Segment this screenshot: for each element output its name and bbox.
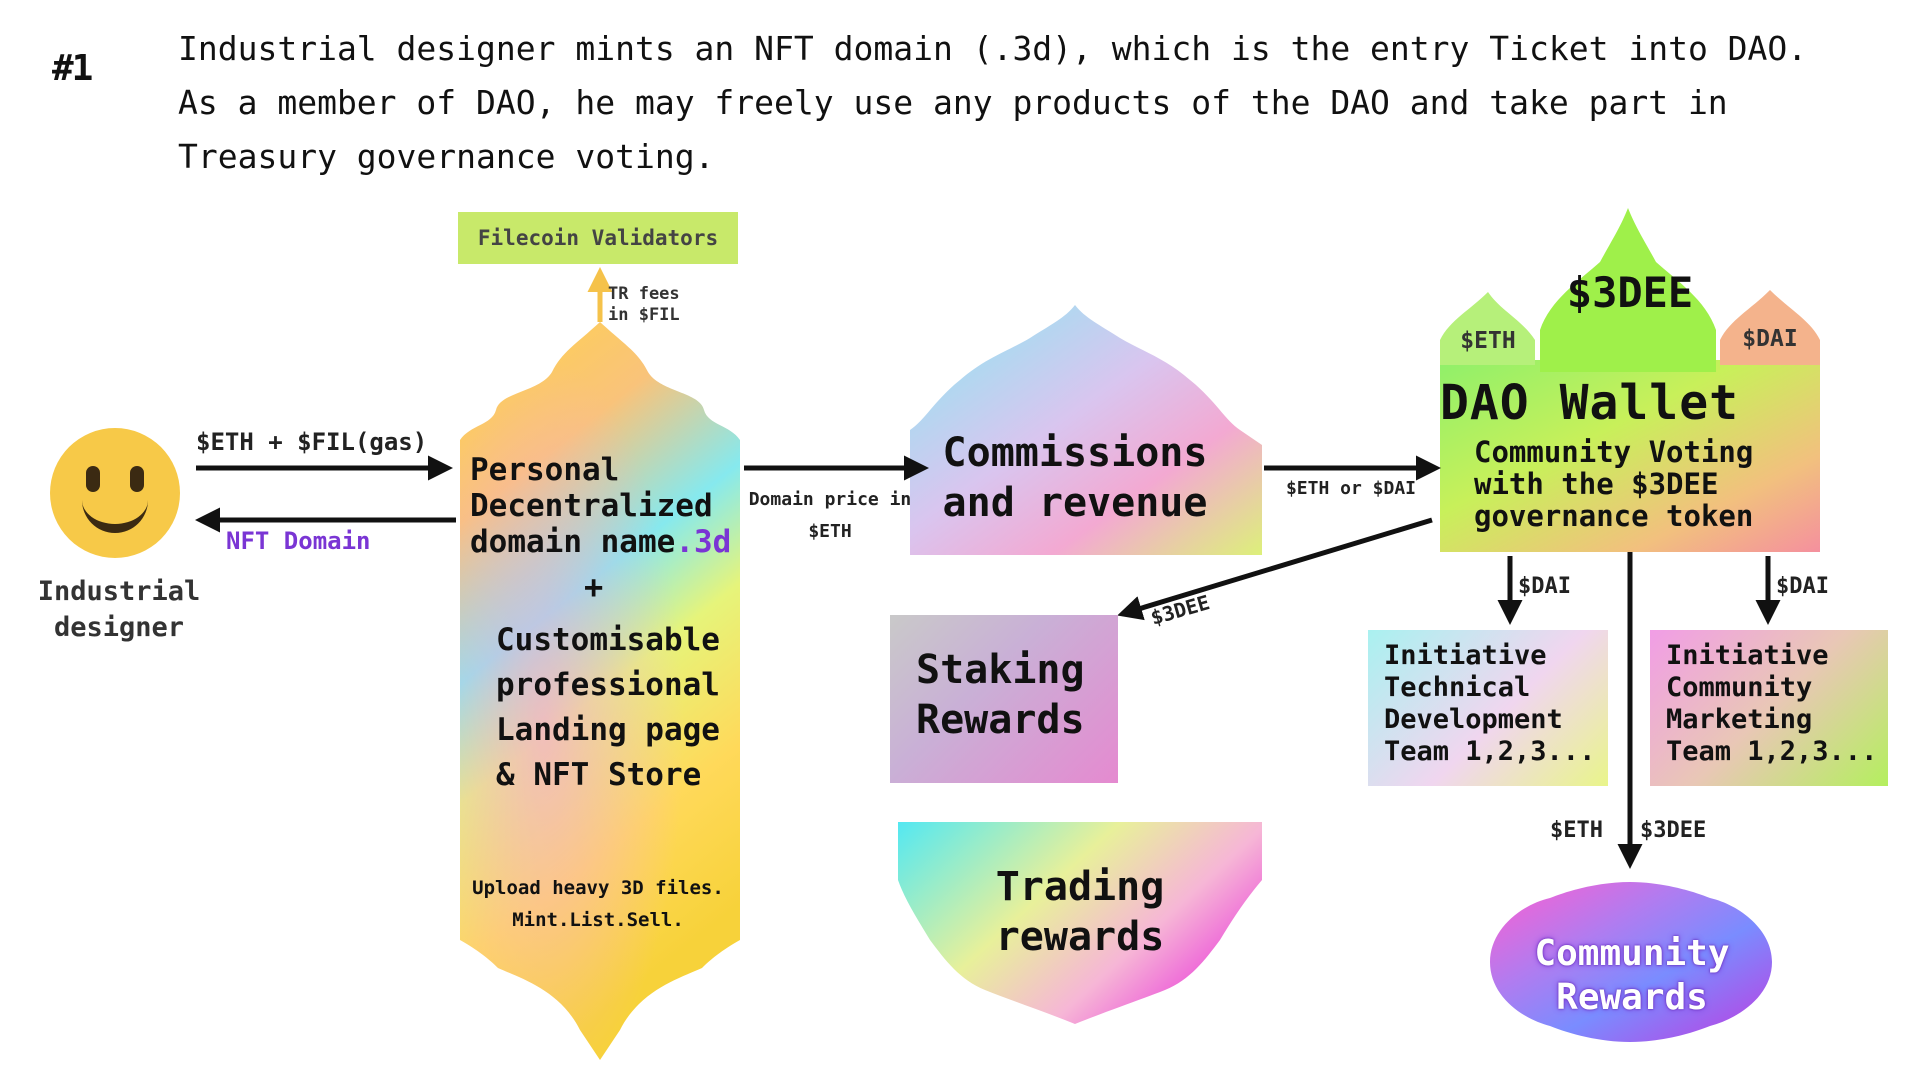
domain-feature-4: & NFT Store (496, 757, 702, 793)
flow-label-nft-domain: NFT Domain (226, 527, 371, 555)
commissions-cloud-shape (910, 305, 1262, 555)
domain-line-3: domain name.3d (470, 524, 731, 560)
domain-extension: .3d (675, 524, 732, 560)
flow-label-tr-fees: TR fees in $FIL (608, 284, 680, 325)
dao-wallet-sub-2: with the $3DEE (1474, 467, 1719, 501)
initiative-2-line-1: Initiative (1666, 640, 1829, 671)
trading-cloud-shape (898, 822, 1262, 1024)
flow-label-3dee: $3DEE (1640, 818, 1707, 843)
flow-label-eth: $ETH (1550, 818, 1603, 843)
flow-label-dai-left: $DAI (1518, 574, 1571, 599)
community-line-2: Rewards (1556, 977, 1708, 1018)
flow-label-eth-or-dai: $ETH or $DAI (1285, 478, 1417, 499)
eye-right (130, 466, 144, 492)
staking-rewards-box (890, 615, 1118, 783)
staking-line-1: Staking (916, 647, 1085, 693)
plus-sign: + (584, 568, 604, 606)
domain-line-2: Decentralized (470, 488, 713, 524)
domain-line-3-prefix: domain name (470, 524, 676, 560)
flow-label-eth-fil-gas: $ETH + $FIL(gas) (196, 428, 428, 456)
flow-label-domain-price: Domain price in $ETH (748, 489, 912, 542)
domain-feature-1: Customisable (496, 622, 720, 658)
domain-feature-3: Landing page (496, 712, 720, 748)
smiley-face-icon (50, 428, 180, 558)
trading-line-2: rewards (995, 914, 1165, 960)
initiative-technical-label: Initiative Technical Development Team 1,… (1384, 640, 1595, 768)
dao-wallet-title: DAO Wallet (1440, 375, 1739, 431)
domain-pillar-shape (460, 322, 740, 1060)
domain-features: Customisable professional Landing page &… (496, 618, 720, 798)
initiative-technical-box (1368, 630, 1608, 786)
domain-bottom-line-2: Mint.List.Sell. (512, 909, 684, 931)
community-rewards-shape (1490, 882, 1772, 1042)
community-rewards-label: Community Rewards (1502, 932, 1762, 1020)
initiative-marketing-label: Initiative Community Marketing Team 1,2,… (1666, 640, 1877, 768)
step-number: #1 (52, 48, 93, 89)
commissions-line-2: and revenue (942, 480, 1208, 526)
commissions-line-1: Commissions (942, 430, 1208, 476)
trading-line-1: Trading (995, 864, 1165, 910)
staking-rewards-label: Staking Rewards (916, 645, 1085, 745)
token-eth-label: $ETH (1460, 328, 1516, 354)
domain-line-1: Personal (470, 452, 620, 488)
flow-label-dai-right: $DAI (1776, 574, 1829, 599)
arrow-wallet-to-staking (1117, 517, 1433, 621)
initiative-1-line-4: Team 1,2,3... (1384, 736, 1596, 767)
initiative-2-line-4: Team 1,2,3... (1666, 736, 1878, 767)
domain-bottom-note: Upload heavy 3D files. Mint.List.Sell. (458, 872, 738, 936)
initiative-marketing-box (1650, 630, 1888, 786)
initiative-1-line-1: Initiative (1384, 640, 1547, 671)
dao-wallet-sub-1: Community Voting (1474, 435, 1754, 469)
trading-rewards-label: Trading rewards (900, 862, 1260, 962)
token-dai-label: $DAI (1742, 326, 1798, 352)
staking-line-2: Rewards (916, 697, 1085, 743)
initiative-1-line-3: Development (1384, 704, 1563, 735)
commissions-label: Commissions and revenue (910, 428, 1240, 528)
smile (82, 486, 148, 533)
dao-wallet-sub-3: governance token (1474, 499, 1754, 533)
domain-box-title: Personal Decentralized domain name.3d (470, 452, 731, 560)
initiative-2-line-3: Marketing (1666, 704, 1813, 735)
eye-left (86, 466, 100, 492)
initiative-1-line-2: Technical (1384, 672, 1531, 703)
community-line-1: Community (1534, 933, 1730, 974)
dao-wallet-subtitle: Community Voting with the $3DEE governan… (1474, 436, 1753, 532)
initiative-2-line-2: Community (1666, 672, 1813, 703)
domain-feature-2: professional (496, 667, 720, 703)
dao-wallet-shape (1440, 208, 1820, 552)
actor-label: Industrial designer (37, 576, 201, 643)
token-3dee-label: $3DEE (1566, 268, 1694, 317)
intro-description: Industrial designer mints an NFT domain … (178, 29, 1808, 176)
domain-bottom-line-1: Upload heavy 3D files. (472, 877, 724, 899)
filecoin-validators-box: Filecoin Validators (458, 212, 738, 264)
